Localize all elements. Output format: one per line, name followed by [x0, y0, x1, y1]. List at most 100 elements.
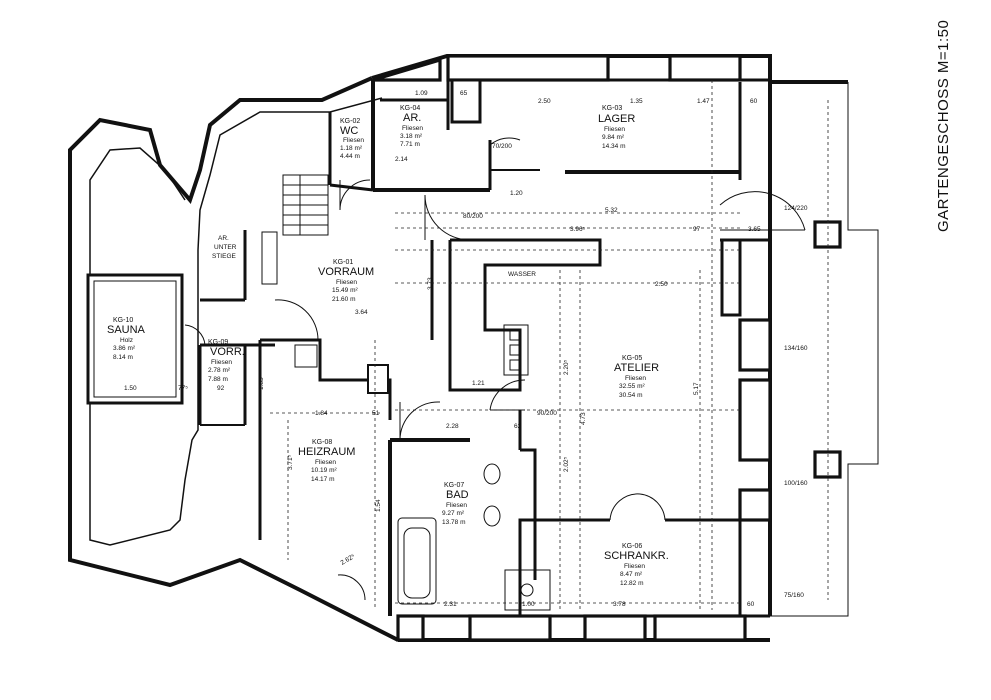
dimension: 80/200 [463, 213, 483, 220]
room-perimeter: 4.44 m [340, 153, 360, 160]
room-perimeter: 7.71 m [400, 141, 420, 148]
room-id: KG-08 [312, 439, 332, 446]
room-floor: Fliesen [402, 125, 423, 132]
dimension: 5.17 [693, 382, 700, 395]
fixtures [261, 80, 829, 611]
dimension: 90/200 [537, 410, 557, 417]
room-name: SCHRANKR. [604, 550, 669, 562]
dimension: 1.00 [522, 601, 535, 608]
outer-walls [68, 54, 879, 642]
dimension: 70/200 [492, 143, 512, 150]
room-area: 3.18 m² [400, 133, 423, 140]
room-perimeter: 7.88 m [208, 376, 228, 383]
dimension: 2.28 [446, 423, 459, 430]
room-id: KG-01 [333, 259, 353, 266]
room-kg-07: KG-07 BAD Fliesen 9.27 m² 13.78 m [442, 482, 469, 526]
room-name: SAUNA [107, 324, 146, 336]
room-perimeter: 13.78 m [442, 519, 466, 526]
room-name: WC [340, 125, 358, 137]
dimension: 51 [372, 410, 380, 417]
room-floor: Fliesen [343, 137, 364, 144]
dimension: 60 [750, 98, 758, 105]
room-area: 9.27 m² [442, 510, 465, 517]
room-kg-10: KG-10 SAUNA Holz 3.86 m² 8.14 m [107, 317, 146, 361]
room-area: 1.18 m² [340, 145, 363, 152]
room-floor: Fliesen [446, 502, 467, 509]
dimension: 60 [747, 601, 755, 608]
dimension: 3.73 [427, 277, 434, 290]
dimension: 124/220 [784, 205, 808, 212]
room-perimeter: 12.82 m [620, 580, 644, 587]
dimension: 62 [514, 423, 522, 430]
room-id: KG-07 [444, 482, 464, 489]
dimension: 2.62⁵ [340, 553, 357, 567]
dimension: 97 [693, 226, 701, 233]
dimension: 2.20⁵ [563, 359, 570, 375]
room-area: 3.86 m² [113, 345, 136, 352]
room-floor: Fliesen [604, 126, 625, 133]
room-kg-09: KG-09 VORR. Fliesen 2.78 m² 7.88 m [208, 339, 245, 383]
room-name: AR. [403, 112, 421, 124]
dimension: 1.47 [697, 98, 710, 105]
room-id: KG-05 [622, 355, 642, 362]
room-kg-03: KG-03 LAGER Fliesen 9.84 m² 14.34 m [598, 105, 635, 150]
room-name: BAD [446, 489, 469, 501]
room-floor: Fliesen [336, 279, 357, 286]
room-area: 10.19 m² [311, 467, 337, 474]
dimension: 3.78 [613, 601, 626, 608]
room-floor: Holz [120, 337, 133, 344]
dimension: 92 [217, 385, 225, 392]
dimension: 2.50 [655, 281, 668, 288]
dimension: 5.32 [605, 207, 618, 214]
room-area: 32.55 m² [619, 383, 645, 390]
room-area: 8.47 m² [620, 571, 643, 578]
dimension: 77⁵ [178, 385, 188, 392]
room-name: HEIZRAUM [298, 446, 355, 458]
dimension: 3.96⁵ [570, 226, 586, 233]
dimension: 1.09 [415, 90, 428, 97]
room-id: KG-04 [400, 105, 420, 112]
room-area: 9.84 m² [602, 134, 625, 141]
stair-label-2: UNTER [214, 244, 237, 251]
room-perimeter: 14.34 m [602, 143, 626, 150]
stair-label-1: AR. [218, 235, 229, 242]
room-kg-02: KG-02 WC Fliesen 1.18 m² 4.44 m [340, 118, 364, 160]
room-floor: Fliesen [211, 359, 232, 366]
room-id: KG-10 [113, 317, 133, 324]
room-kg-06: KG-06 SCHRANKR. Fliesen 8.47 m² 12.82 m [604, 543, 669, 587]
dimension: 134/160 [784, 345, 808, 352]
dimension: 2.31 [444, 601, 457, 608]
room-perimeter: 21.60 m [332, 296, 356, 303]
room-perimeter: 14.17 m [311, 476, 335, 483]
dimension: 1.84 [315, 410, 328, 417]
dimension: 2.02⁵ [563, 456, 570, 472]
dimension: 1.20 [510, 190, 523, 197]
dimension: 2.50 [538, 98, 551, 105]
room-kg-01: KG-01 VORRAUM Fliesen 15.49 m² 21.60 m [318, 259, 374, 303]
windows [396, 54, 842, 642]
room-name: VORR. [210, 346, 245, 358]
room-id: KG-09 [208, 339, 228, 346]
dimension: 1.85 [258, 377, 265, 390]
dimension: 1.35 [630, 98, 643, 105]
dimension: 2.14 [395, 156, 408, 163]
room-kg-05: KG-05 ATELIER Fliesen 32.55 m² 30.54 m [614, 355, 659, 399]
room-name: ATELIER [614, 362, 659, 374]
room-floor: Fliesen [625, 375, 646, 382]
room-id: KG-06 [622, 543, 642, 550]
room-kg-08: KG-08 HEIZRAUM Fliesen 10.19 m² 14.17 m [298, 439, 355, 483]
dimension: 1.21 [472, 380, 485, 387]
room-name: VORRAUM [318, 266, 374, 278]
door-swings [184, 137, 806, 601]
plan-title: GARTENGESCHOSS M=1:50 [935, 20, 952, 232]
dimension: 4.73 [580, 412, 587, 425]
dimension: 3.64 [355, 309, 368, 316]
staircase [282, 174, 329, 236]
dimension: 3.65 [748, 226, 761, 233]
stair-label-3: STIEGE [212, 253, 237, 260]
dimension-labels: 1.09 65 2.50 1.35 1.47 60 2.14 1.20 5.32… [124, 90, 808, 608]
dimension: 3.71⁵ [287, 454, 294, 470]
room-labels: KG-02 WC Fliesen 1.18 m² 4.44 m KG-04 AR… [107, 105, 669, 587]
room-id: KG-02 [340, 118, 360, 125]
